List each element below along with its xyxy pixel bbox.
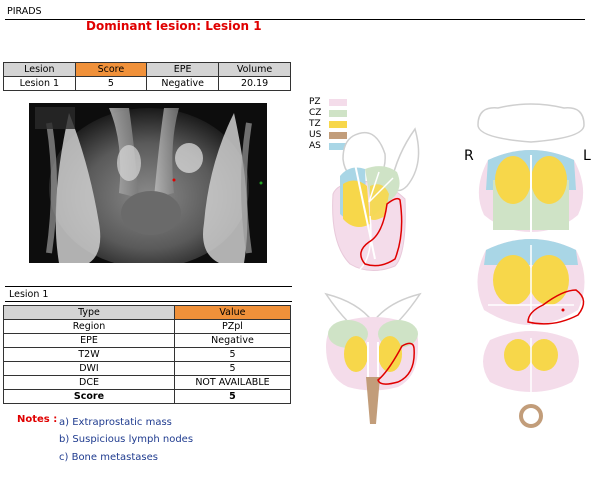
legend-label: CZ [309, 108, 322, 118]
lesion-section-bottom-line [5, 301, 292, 302]
summary-col-lesion: Lesion [3, 62, 76, 77]
lesion-cell-type: T2W [3, 347, 175, 362]
table-row: Region PZpl [3, 319, 292, 334]
summary-col-score: Score [74, 62, 148, 77]
legend-item-as: AS [309, 141, 347, 151]
header-divider [5, 19, 585, 20]
report-title: PIRADS [7, 6, 42, 17]
mri-image [29, 103, 267, 263]
lesion-section-top-line [5, 286, 292, 287]
legend-label: PZ [309, 97, 321, 107]
lesion-section-title: Lesion 1 [9, 289, 49, 300]
orientation-left-label: L [583, 148, 591, 164]
legend-item-us: US [309, 130, 347, 140]
lesion-cell-type: DWI [3, 361, 175, 376]
lesion-header-row: Type Value [3, 305, 292, 320]
table-row: Score 5 [3, 389, 292, 404]
legend-swatch [329, 131, 347, 139]
summary-cell-volume: 20.19 [218, 76, 291, 91]
legend-swatch [329, 98, 347, 106]
table-row: T2W 5 [3, 347, 292, 362]
summary-cell-epe: Negative [146, 76, 220, 91]
summary-col-volume: Volume [218, 62, 291, 77]
lesion-cell-value: 5 [173, 389, 292, 404]
lesion-col-value: Value [173, 305, 292, 320]
table-row: EPE Negative [3, 333, 292, 348]
summary-table: Lesion Score EPE Volume Lesion 1 5 Negat… [3, 62, 291, 91]
note-item: b) Suspicious lymph nodes [59, 434, 194, 445]
summary-cell-score: 5 [74, 76, 148, 91]
note-item: a) Extraprostatic mass [59, 417, 172, 428]
table-row: DWI 5 [3, 361, 292, 376]
lesion-cell-type: DCE [3, 375, 175, 390]
legend-label: TZ [309, 119, 321, 129]
lesion-table: Type Value Region PZpl EPE Negative T2W … [3, 305, 292, 404]
dominant-lesion-title: Dominant lesion: Lesion 1 [86, 19, 262, 33]
legend-label: AS [309, 141, 321, 151]
summary-header-row: Lesion Score EPE Volume [3, 62, 291, 77]
note-item: c) Bone metastases [59, 452, 158, 463]
table-row: Lesion 1 5 Negative 20.19 [3, 76, 291, 91]
legend-swatch [329, 142, 347, 150]
legend-swatch [329, 109, 347, 117]
legend-item-cz: CZ [309, 108, 347, 118]
lesion-col-type: Type [3, 305, 175, 320]
table-row: DCE NOT AVAILABLE [3, 375, 292, 390]
lesion-cell-type: Region [3, 319, 175, 334]
legend-swatch [329, 120, 347, 128]
prostate-sagittal-diagram [332, 127, 420, 275]
summary-col-epe: EPE [146, 62, 220, 77]
lesion-cell-type: EPE [3, 333, 175, 348]
legend-item-tz: TZ [309, 119, 347, 129]
lesion-cell-value: PZpl [173, 319, 292, 334]
notes-label: Notes : [17, 414, 58, 425]
legend-item-pz: PZ [309, 97, 347, 107]
lesion-cell-value: 5 [173, 347, 292, 362]
prostate-axial-diagrams [477, 103, 585, 428]
lesion-cell-value: Negative [173, 333, 292, 348]
prostate-coronal-diagram [324, 292, 422, 424]
orientation-right-label: R [464, 148, 474, 164]
lesion-cell-value: 5 [173, 361, 292, 376]
summary-cell-lesion: Lesion 1 [3, 76, 76, 91]
legend-label: US [309, 130, 322, 140]
lesion-cell-value: NOT AVAILABLE [173, 375, 292, 390]
lesion-cell-type: Score [3, 389, 175, 404]
